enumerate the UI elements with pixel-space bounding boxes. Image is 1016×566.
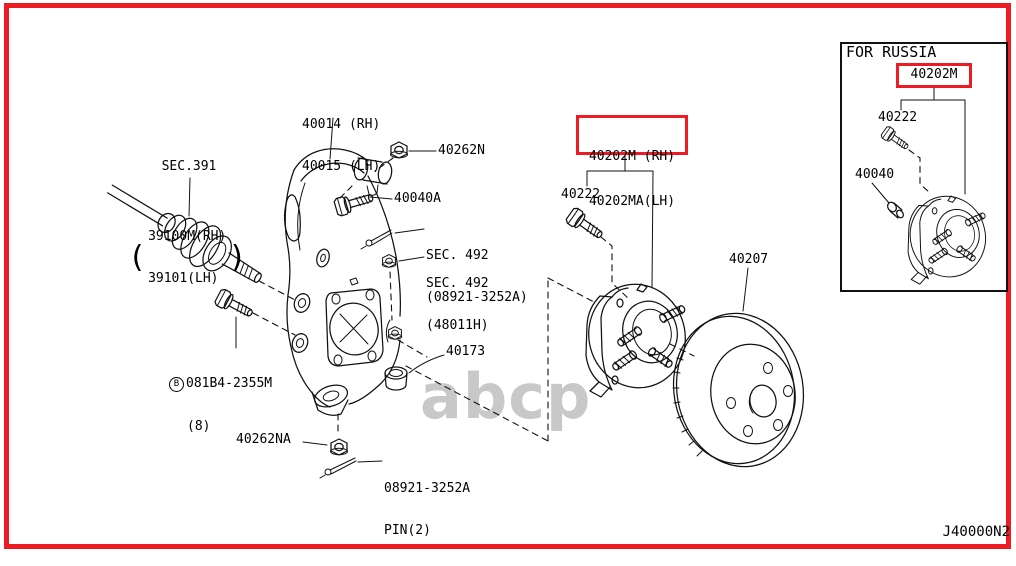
- russia-label-40040: 40040: [855, 167, 895, 182]
- paren-close: ): [228, 240, 247, 275]
- label-sec492-nut: SEC. 492 (48011H): [426, 276, 489, 333]
- label-knuckle: 40014 (RH) 40015 (LH): [302, 117, 381, 174]
- russia-bolt-40222-drawing: [879, 125, 912, 154]
- sec391-lh: 39101(LH): [148, 271, 219, 286]
- label-40040a: 40040A: [394, 191, 441, 206]
- paren-open: (: [128, 240, 147, 275]
- russia-part-number-40202m-highlight[interactable]: 40202M: [896, 63, 972, 88]
- part-number-40202m-highlight[interactable]: 40202M (RH) 40202MA(LH): [576, 115, 688, 209]
- label-40262n: 40262N: [438, 143, 485, 158]
- parts-diagram-page: abcp: [4, 3, 1016, 549]
- sec391-title: SEC.391: [161, 159, 217, 174]
- steering-knuckle-drawing: [283, 148, 403, 416]
- russia-panel-title: FOR RUSSIA: [846, 43, 937, 61]
- label-sec391: SEC.391 ( 39100M(RH) 39101(LH) ): [126, 132, 252, 342]
- sec391-rh: 39100M(RH): [148, 229, 227, 244]
- label-40207: 40207: [729, 252, 769, 267]
- label-08921-pin: 08921-3252A PIN(2): [384, 481, 471, 538]
- nut-48011h-drawing: [381, 254, 397, 268]
- russia-hub-drawing: [879, 125, 994, 285]
- ring-40173-drawing: [384, 366, 408, 391]
- leader-lines: [188, 87, 966, 463]
- nut-40262n-drawing: [389, 141, 409, 159]
- nut-40262na-drawing: [329, 438, 349, 456]
- russia-label-40222: 40222: [878, 110, 918, 125]
- watermark-text: abcp: [420, 360, 592, 433]
- brake-disc-drawing: [672, 312, 805, 468]
- label-40222: 40222: [561, 187, 601, 202]
- label-sec492-pin: SEC. 492 (08921-3252A): [426, 248, 528, 305]
- red-frame-border: [4, 3, 1011, 549]
- cotter-pin-bottom-drawing: [319, 457, 357, 479]
- russia-plug-40040-drawing: [887, 201, 904, 219]
- circled-b-symbol: B: [169, 377, 184, 392]
- cotter-pin-top-drawing: [360, 229, 393, 250]
- label-40262na: 40262NA: [236, 432, 291, 447]
- diagram-code: J40000N2: [942, 524, 1010, 540]
- diagram-line-art: [107, 87, 1016, 479]
- label-40173: 40173: [446, 344, 486, 359]
